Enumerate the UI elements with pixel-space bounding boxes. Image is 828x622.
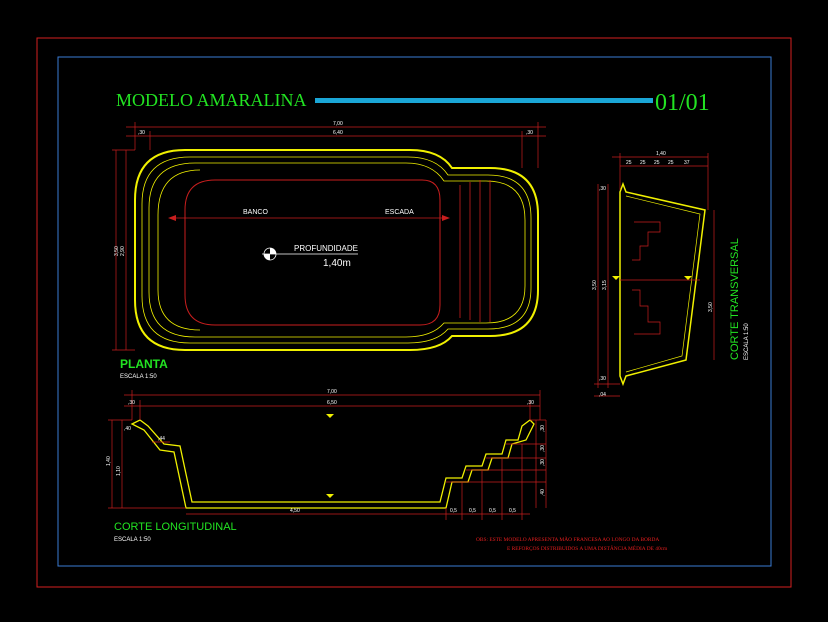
plan-dimension-lines <box>112 122 546 351</box>
plan-dim-height: 3,50 <box>114 246 120 256</box>
transversal-profile <box>619 181 706 387</box>
longitudinal-section: 7,00 6,50 ,30 ,30 1,40 1,10 ,44 ,40 4,50… <box>106 389 547 543</box>
plan-dim-inner: 6,40 <box>333 130 343 136</box>
plan-dim-total: 7,00 <box>333 121 343 127</box>
longitudinal-dimension-lines <box>108 390 547 520</box>
plan-dim-height-inner: 2,90 <box>120 246 126 256</box>
level-marker-icon <box>326 414 334 498</box>
transversal-section: 1,40 25 25 25 25 37 ,30 3,50 3,15 ,30 ,04 3,… <box>592 151 750 398</box>
depth-value: 1,40m <box>323 258 351 269</box>
note-line-1: OBS: ESTE MODELO APRESENTA MÃO FRANCESA … <box>476 535 659 543</box>
transversal-inner-line <box>625 195 701 373</box>
longitudinal-dim-bench: ,44 <box>158 436 165 442</box>
transversal-dim-top-left: ,30 <box>599 186 606 192</box>
longitudinal-step-dim-1: 0,5 <box>469 508 476 514</box>
longitudinal-step-dim-3: 0,5 <box>509 508 516 514</box>
transversal-dim-top: 1,40 <box>656 151 666 157</box>
title-bar <box>315 98 653 103</box>
longitudinal-dim-depth-inner: 1,10 <box>116 466 122 476</box>
longitudinal-dim-depth: 1,40 <box>106 456 112 466</box>
sheet-number: 01/01 <box>655 90 710 116</box>
note-line-2: E REFORÇOS DISTRIBUIDOS A UMA DISTÂNCIA … <box>507 544 668 552</box>
pool-plan-outline-outer <box>134 149 539 351</box>
transversal-dim-bottom: ,04 <box>599 392 606 398</box>
longitudinal-right-dim-1: ,30 <box>540 445 546 452</box>
longitudinal-right-dim-3: ,40 <box>540 489 546 496</box>
longitudinal-step-dims: 0,5 0,5 0,5 0,5 <box>450 508 516 514</box>
longitudinal-right-dims: ,30 ,30 ,30 ,40 <box>540 425 546 496</box>
plan-dim-right: ,30 <box>526 130 533 136</box>
longitudinal-dim-inner: 6,50 <box>327 400 337 406</box>
escada-label: ESCADA <box>385 209 414 216</box>
transversal-scale: ESCALA 1:50 <box>744 323 750 360</box>
transversal-step-dim-1: 25 <box>640 160 646 166</box>
longitudinal-step-dim-0: 0,5 <box>450 508 457 514</box>
pool-floor-outline <box>184 179 441 326</box>
longitudinal-dim-right: ,30 <box>527 400 534 406</box>
transversal-step-dim-2: 25 <box>654 160 660 166</box>
transversal-step-dims: 25 25 25 25 37 <box>626 160 690 166</box>
plan-view: BANCO ESCADA PROFUNDIDADE 1,40m 7,00 6,4… <box>112 121 546 380</box>
plan-scale: ESCALA 1:50 <box>120 374 157 380</box>
transversal-step-dim-3: 25 <box>668 160 674 166</box>
level-marker-icon <box>612 276 692 280</box>
arrow-left-icon <box>168 215 176 221</box>
inner-border <box>57 56 772 567</box>
arrow-right-icon <box>442 215 450 221</box>
transversal-step-dim-0: 25 <box>626 160 632 166</box>
drawing-title: MODELO AMARALINA <box>116 90 307 110</box>
banco-label: BANCO <box>243 209 268 216</box>
longitudinal-dim-total: 7,00 <box>327 389 337 395</box>
plan-label: PLANTA <box>120 357 168 371</box>
longitudinal-dim-floor: 4,50 <box>290 508 300 514</box>
pool-bench-line <box>157 169 201 331</box>
plan-dim-left: ,30 <box>138 130 145 136</box>
longitudinal-dim-left: ,30 <box>128 400 135 406</box>
transversal-dim-side: 3,50 <box>592 280 598 290</box>
transversal-dim-right: 3,50 <box>708 302 714 312</box>
longitudinal-label: CORTE LONGITUDINAL <box>114 521 237 533</box>
longitudinal-right-dim-0: ,30 <box>540 425 546 432</box>
outer-border <box>36 37 792 588</box>
transversal-label: CORTE TRANSVERSAL <box>729 238 741 360</box>
transversal-dim-side-inner: 3,15 <box>602 280 608 290</box>
transversal-step-dim-4: 37 <box>684 160 690 166</box>
pool-plan-outline-2 <box>141 156 532 344</box>
longitudinal-profile <box>130 419 535 509</box>
longitudinal-scale: ESCALA 1:50 <box>114 537 151 543</box>
depth-marker-icon <box>262 247 358 261</box>
longitudinal-dim-bench-h: ,40 <box>124 426 131 432</box>
transversal-steps <box>620 221 700 335</box>
plan-steps <box>459 180 491 322</box>
pool-plan-outline-3 <box>148 162 526 338</box>
longitudinal-step-dim-2: 0,5 <box>489 508 496 514</box>
longitudinal-right-dim-2: ,30 <box>540 459 546 466</box>
profundidade-label: PROFUNDIDADE <box>294 244 358 253</box>
transversal-dimension-lines <box>594 153 715 397</box>
transversal-dim-bottom-left: ,30 <box>599 376 606 382</box>
